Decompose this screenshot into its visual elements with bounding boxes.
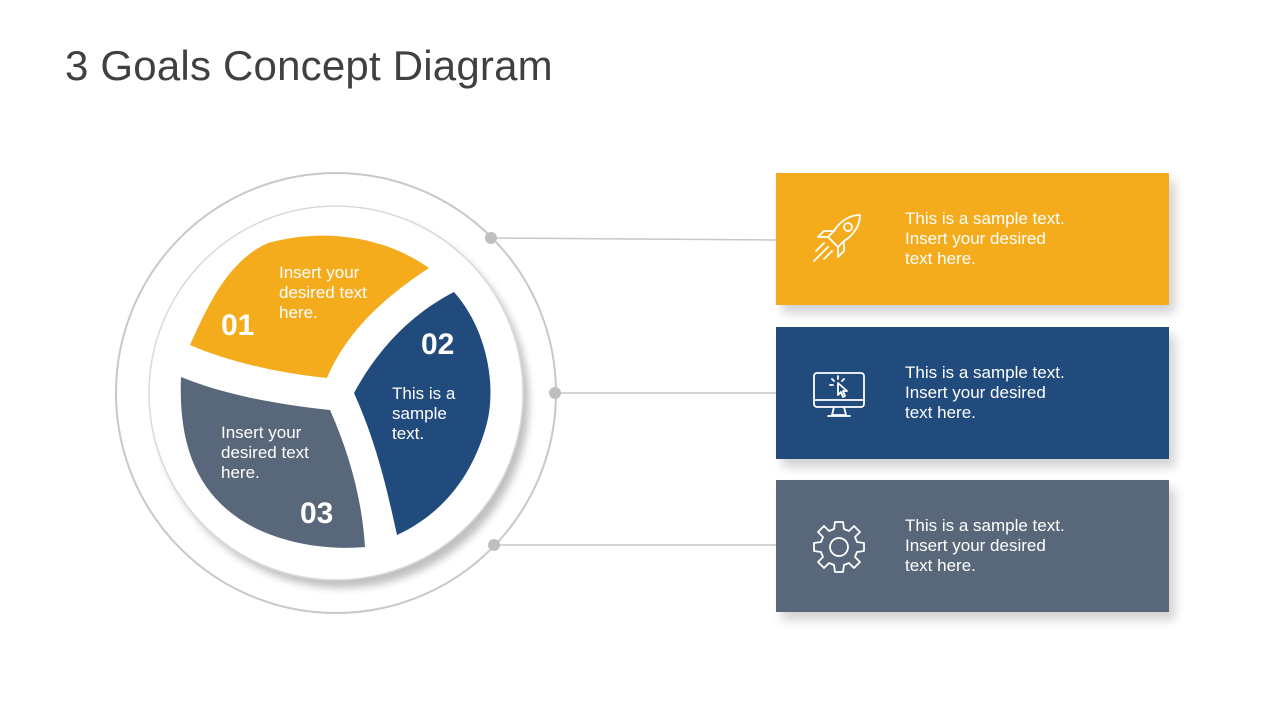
segment-01-number: 01 (221, 309, 254, 342)
segment-03-line: here. (221, 463, 260, 482)
rocket-icon (808, 209, 870, 271)
segment-02-line: sample (392, 404, 447, 423)
card-1-line: Insert your desired (905, 229, 1046, 248)
segment-01-line: desired text (279, 283, 367, 302)
goal-card-1: This is a sample text. Insert your desir… (776, 173, 1169, 305)
connector-line-1 (490, 237, 777, 241)
segment-02-line: text. (392, 424, 424, 443)
card-1-line: This is a sample text. (905, 209, 1065, 228)
slide-title: 3 Goals Concept Diagram (65, 42, 553, 89)
goal-card-3: This is a sample text. Insert your desir… (776, 480, 1169, 612)
segment-02-number: 02 (421, 328, 454, 361)
segment-02-line: This is a (392, 384, 456, 403)
monitor-cursor-icon (808, 363, 870, 425)
segment-02 (354, 292, 491, 535)
card-3-line: text here. (905, 556, 976, 575)
card-2-line: Insert your desired (905, 383, 1046, 402)
card-2-text: This is a sample text. Insert your desir… (905, 363, 1155, 423)
segment-02-text: This is a sample text. (392, 384, 460, 443)
card-1-text: This is a sample text. Insert your desir… (905, 209, 1155, 269)
connector-dot-2 (549, 387, 561, 399)
connector-dot-1 (485, 232, 497, 244)
goal-card-2: This is a sample text. Insert your desir… (776, 327, 1169, 459)
gear-icon (808, 516, 870, 578)
inner-disc-rim (148, 205, 524, 581)
segment-03-line: desired text (221, 443, 309, 462)
segment-03 (180, 377, 365, 548)
segment-01 (190, 235, 429, 378)
segment-01-line: here. (279, 303, 318, 322)
segment-01-text: Insert your desired text here. (279, 263, 372, 322)
card-3-line: This is a sample text. (905, 516, 1065, 535)
segment-03-text: Insert your desired text here. (221, 423, 314, 482)
card-2-line: This is a sample text. (905, 363, 1065, 382)
segment-01-line: Insert your (279, 263, 360, 282)
card-3-line: Insert your desired (905, 536, 1046, 555)
segment-03-line: Insert your (221, 423, 302, 442)
card-3-text: This is a sample text. Insert your desir… (905, 516, 1155, 576)
segment-03-number: 03 (300, 497, 333, 530)
connector-dot-3 (488, 539, 500, 551)
card-2-line: text here. (905, 403, 976, 422)
card-1-line: text here. (905, 249, 976, 268)
